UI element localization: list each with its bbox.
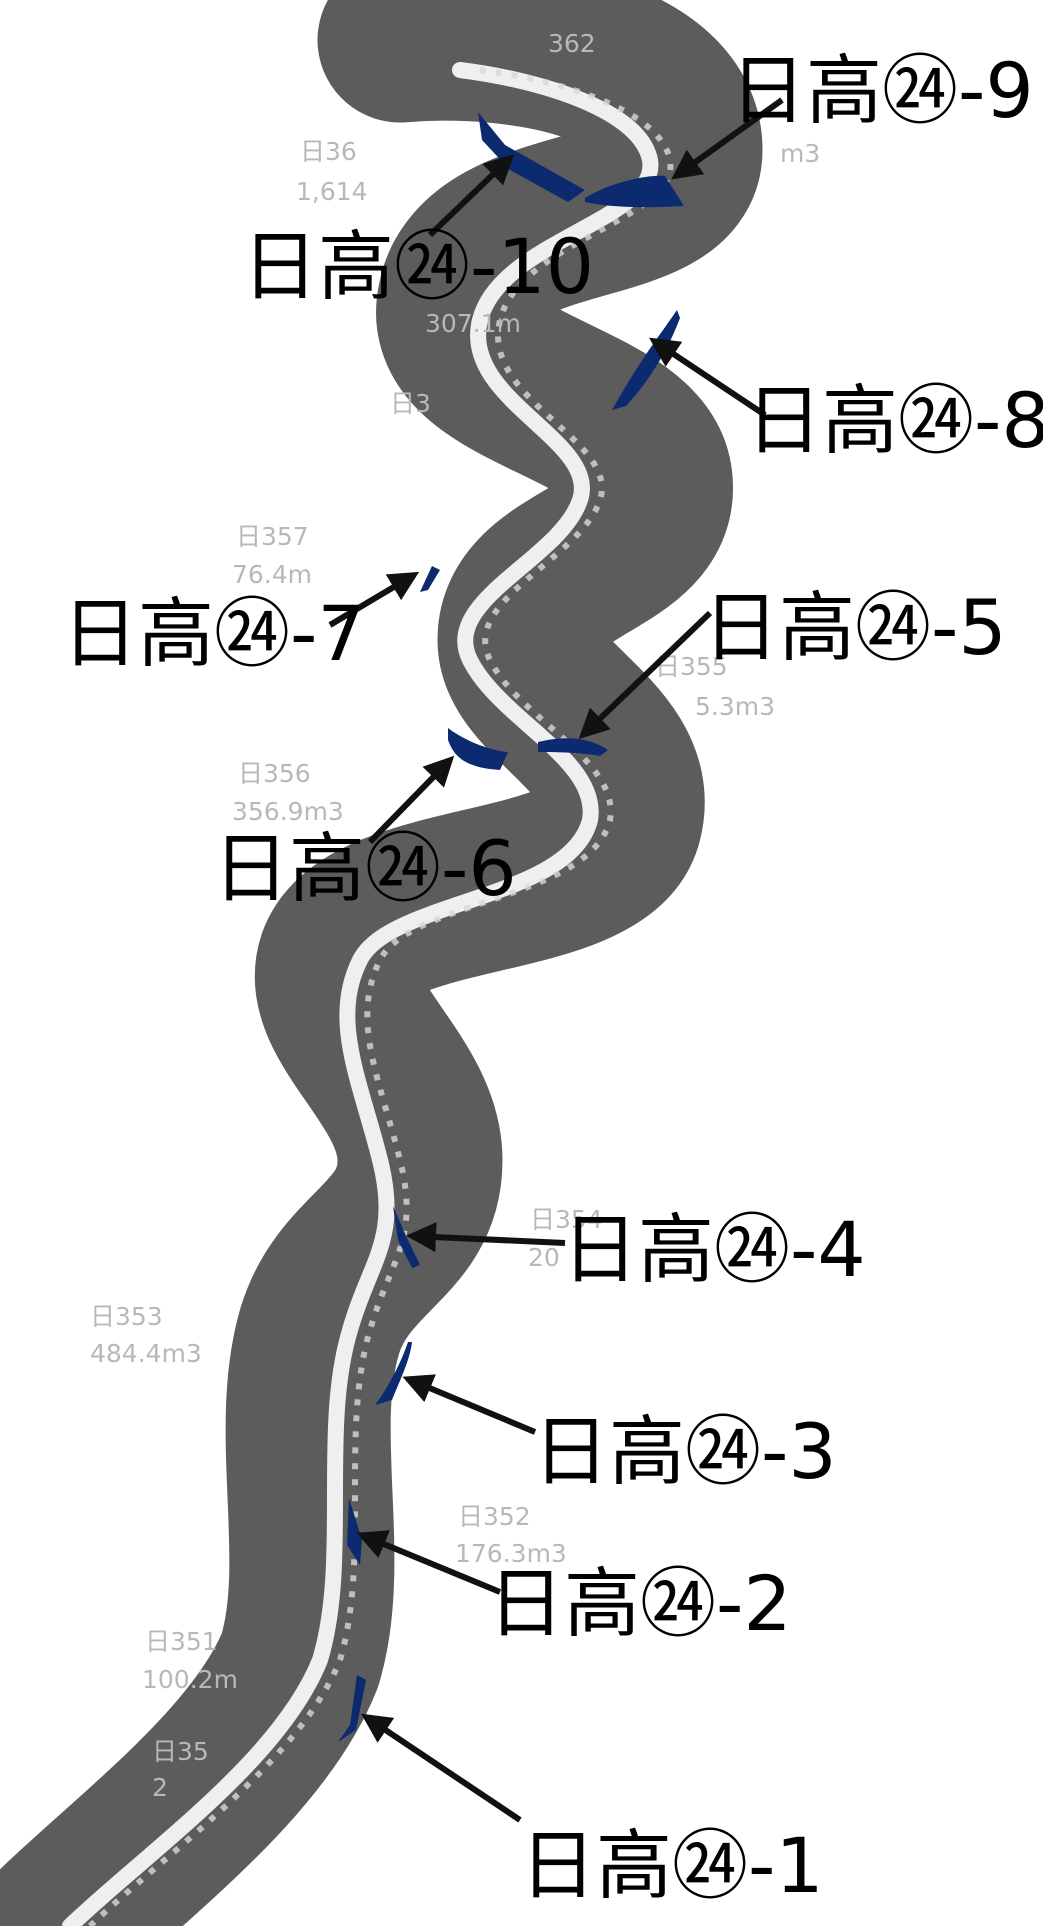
callout-arrow-5 [578, 610, 713, 740]
section-volume: 2 [152, 1773, 168, 1802]
section-volume: 356.9m3 [232, 797, 344, 826]
deposit-area-9 [585, 175, 684, 208]
river-channel-secondary [87, 67, 674, 1926]
callout-arrow-2 [356, 1530, 502, 1595]
section-label: 日356 [238, 759, 311, 788]
callout-arrow-7 [328, 571, 420, 628]
callout-label-6: 日高㉔-6 [213, 824, 517, 913]
deposit-area-4 [393, 1206, 420, 1268]
section-volume: 307.1m [425, 309, 521, 338]
deposit-area-10 [478, 112, 585, 202]
section-volume: 20 [528, 1243, 560, 1272]
section-volume: 5.3m3 [695, 692, 775, 721]
deposit-area-5 [538, 738, 608, 756]
section-label: 362 [548, 29, 596, 58]
callout-label-2: 日高㉔-2 [488, 1559, 792, 1648]
callout-arrow-6 [367, 755, 455, 845]
deposit-area-8 [612, 310, 680, 410]
callout-arrow-3 [402, 1374, 537, 1435]
section-volume: 1,614 [296, 177, 368, 206]
river-channel [62, 62, 659, 1926]
section-label: 日353 [90, 1302, 163, 1331]
section-label: 日3 [390, 389, 431, 418]
section-label: 日354 [530, 1205, 603, 1234]
section-label: 日36 [300, 137, 357, 166]
callout-label-4: 日高㉔-4 [562, 1205, 866, 1294]
deposit-area-3 [375, 1342, 412, 1405]
callout-arrow-1 [361, 1713, 522, 1823]
callout-label-9: 日高㉔-9 [730, 46, 1034, 135]
callout-label-7: 日高㉔-7 [62, 589, 366, 678]
callout-label-5: 日高㉔-5 [703, 583, 1007, 672]
deposit-area-1 [338, 1675, 366, 1742]
callout-label-8: 日高㉔-8 [746, 376, 1043, 465]
section-volume: 100.2m [142, 1665, 238, 1694]
section-label: 日352 [458, 1502, 531, 1531]
callout-arrow-8 [649, 337, 767, 418]
callout-label-3: 日高㉔-3 [533, 1407, 837, 1496]
callout-arrow-10 [427, 153, 515, 238]
section-label: 日357 [236, 522, 309, 551]
section-label: 日35 [152, 1737, 209, 1766]
section-volume: m3 [780, 139, 820, 168]
callout-arrow-9 [671, 97, 784, 180]
callout-arrow-4 [406, 1222, 566, 1253]
section-volume: 484.4m3 [90, 1339, 202, 1368]
callout-label-1: 日高㉔-1 [520, 1821, 824, 1910]
section-volume: 76.4m [232, 560, 312, 589]
section-label: 日351 [145, 1627, 218, 1656]
callout-label-10: 日高㉔-10 [242, 222, 594, 311]
river-corridor [0, 0, 763, 1926]
deposit-area-6 [448, 728, 508, 770]
section-volume: 176.3m3 [455, 1539, 567, 1568]
deposit-area-7 [420, 566, 440, 592]
